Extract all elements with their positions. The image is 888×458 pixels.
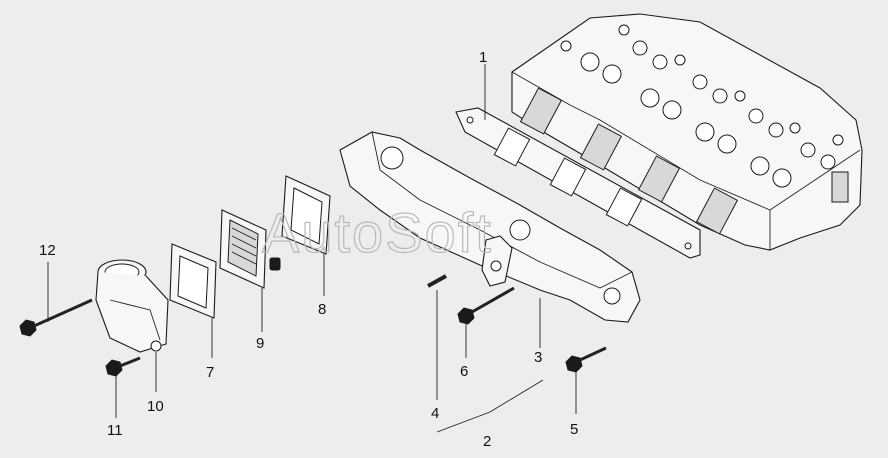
callout-8: 8 [318,301,326,318]
bolt-12 [19,298,93,337]
callout-2: 2 [483,433,491,450]
preheater-gasket [169,243,217,319]
bolt-5 [565,346,607,373]
stud-4 [427,274,447,288]
callout-4: 4 [431,405,439,422]
callout-3: 3 [534,349,542,366]
callout-12: 12 [39,242,56,259]
elbow-gasket [281,175,331,255]
bolt-6 [457,286,515,325]
watermark-text: AutoSoft [262,201,493,264]
callout-10: 10 [147,398,164,415]
callout-1: 1 [479,49,487,66]
callout-6: 6 [460,363,468,380]
callout-5: 5 [570,421,578,438]
intake-manifold [339,131,641,323]
intake-preheater [219,209,281,289]
callout-7: 7 [206,364,214,381]
manifold-gasket [455,107,701,259]
callout-11: 11 [107,422,123,439]
leader-lines [47,64,577,433]
bolt-11 [105,356,141,377]
cylinder-head [511,13,863,251]
inlet-elbow [95,259,169,353]
callout-9: 9 [256,335,264,352]
